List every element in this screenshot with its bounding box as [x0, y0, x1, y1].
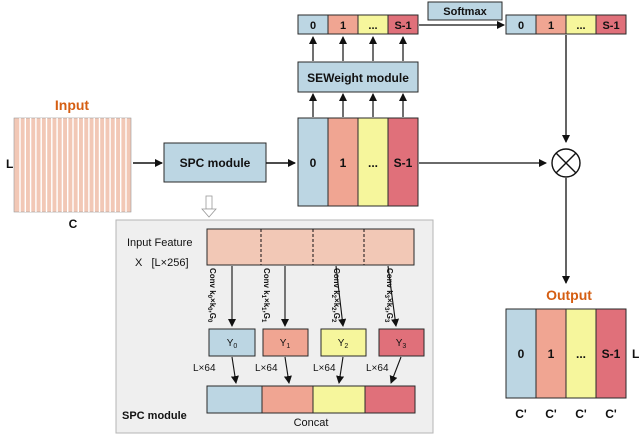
- dim-label-0: L×64: [193, 363, 216, 374]
- y-box-3: Y3: [378, 328, 425, 357]
- spc-detail-panel: Input Feature X [L×256] Conv k0×k0,G0 Co…: [115, 219, 434, 434]
- softmax-label: Softmax: [443, 6, 487, 18]
- arrows-split-to-seweight: [309, 93, 407, 117]
- conv-arrows: [228, 265, 400, 327]
- detail-module-label: SPC module: [122, 410, 187, 422]
- seweight-segment-1: 1: [340, 20, 346, 32]
- y-box-1: Y1: [262, 328, 309, 357]
- y-box-2: Y2: [320, 328, 367, 357]
- dim-label-3: L×64: [366, 363, 389, 374]
- output-segment-last: S-1: [602, 347, 621, 361]
- output-c-label-0: C': [515, 407, 527, 421]
- output-feature-maps: 0 1 ... S-1: [505, 308, 627, 399]
- seweight-module-box: SEWeight module: [297, 61, 419, 93]
- seweight-segment-0: 0: [310, 20, 316, 32]
- dim-label-2: L×64: [313, 363, 336, 374]
- output-segment-dots: ...: [576, 347, 586, 361]
- softmax-segment-last: S-1: [602, 20, 619, 32]
- dim-label-1: L×64: [255, 363, 278, 374]
- conv-label-0: Conv k0×k0,G0: [206, 268, 217, 323]
- softmax-segment-dots: ...: [576, 20, 585, 32]
- input-shape-label: X [L×256]: [135, 257, 189, 269]
- input-c-label: C: [69, 217, 78, 231]
- spc-module-box: SPC module: [163, 142, 267, 183]
- softmax-segment-0: 0: [518, 20, 524, 32]
- input-title: Input: [55, 97, 90, 113]
- detail-input-tensor: [206, 228, 415, 266]
- seweight-label: SEWeight module: [307, 71, 409, 85]
- split-segment-0: 0: [310, 156, 317, 170]
- arrows-y-to-concat: [230, 356, 402, 384]
- arrows-seweight-to-weights: [309, 36, 407, 61]
- y-box-0: Y0: [208, 328, 256, 357]
- split-feature-maps: 0 1 ... S-1: [297, 117, 419, 207]
- input-feature-map: [13, 117, 132, 213]
- seweight-vector: 0 1 ... S-1: [297, 14, 419, 35]
- svg-text:Y1: Y1: [280, 338, 291, 350]
- split-segment-1: 1: [340, 156, 347, 170]
- split-segment-last: S-1: [394, 156, 413, 170]
- softmax-vector: 0 1 ... S-1: [505, 14, 627, 35]
- output-l-label: L: [632, 347, 639, 361]
- conv-label-2: Conv k2×k2,G2: [330, 268, 341, 323]
- output-segment-1: 1: [548, 347, 555, 361]
- spc-module-label: SPC module: [180, 156, 251, 170]
- concat-tensor: [206, 385, 416, 414]
- output-c-label-1: C': [545, 407, 557, 421]
- output-segment-0: 0: [518, 347, 525, 361]
- svg-text:Y3: Y3: [396, 338, 407, 350]
- conv-label-3: Conv k3×k3,G3: [383, 268, 394, 323]
- input-l-label: L: [6, 157, 13, 171]
- softmax-segment-1: 1: [548, 20, 554, 32]
- zoom-arrow: [201, 195, 217, 218]
- split-segment-dots: ...: [368, 156, 378, 170]
- multiply-icon: [551, 148, 581, 178]
- seweight-segment-dots: ...: [368, 20, 377, 32]
- output-c-label-3: C': [605, 407, 617, 421]
- svg-text:Y2: Y2: [338, 338, 349, 350]
- conv-label-1: Conv k1×k1,G1: [260, 268, 271, 323]
- output-c-label-2: C': [575, 407, 587, 421]
- output-title: Output: [546, 287, 592, 303]
- seweight-segment-last: S-1: [394, 20, 411, 32]
- concat-label: Concat: [294, 417, 329, 429]
- svg-text:Y0: Y0: [227, 338, 238, 350]
- input-feature-label: Input Feature: [127, 237, 192, 249]
- softmax-box: Softmax: [427, 1, 503, 21]
